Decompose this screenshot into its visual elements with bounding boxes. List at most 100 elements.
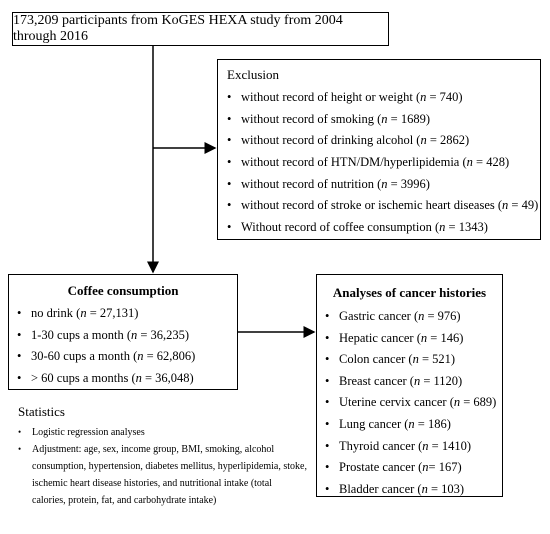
exclusion-label: Without record of coffee consumption ( — [241, 220, 440, 235]
coffee-label: no drink ( — [31, 306, 81, 320]
exclusion-count: = 1343) — [445, 220, 488, 235]
cancer-n-symbol: n — [418, 309, 425, 323]
bullet-icon: • — [17, 306, 22, 320]
coffee-count: = 36,048) — [141, 370, 194, 385]
coffee-item: •> 60 cups a months (n = 36,048) — [17, 368, 237, 390]
bullet-icon: • — [325, 481, 330, 496]
cancer-n-symbol: n — [422, 460, 429, 475]
exclusion-item: • without record of smoking (n = 1689) — [227, 109, 540, 131]
coffee-item: • 1-30 cups a month (n = 36,235) — [17, 325, 237, 347]
bullet-icon: • — [325, 330, 330, 345]
cancer-label: Colon cancer ( — [339, 352, 413, 367]
cancer-item: • Bladder cancer (n = 103) — [325, 479, 502, 501]
cancer-n-symbol: n — [413, 373, 421, 388]
exclusion-label: without record of height or weight ( — [241, 90, 421, 104]
statistics-text: Logistic regression analyses — [32, 427, 145, 438]
cancer-item: •Hepatic cancer (n = 146) — [325, 328, 502, 350]
cancer-n-symbol: n — [408, 416, 415, 431]
bullet-icon: • — [227, 220, 232, 235]
exclusion-count: = 740) — [426, 90, 463, 104]
cancer-count: = 521) — [418, 352, 456, 367]
bullet-icon: • — [325, 352, 330, 367]
cancer-n-symbol: n — [412, 352, 419, 367]
cancer-n-symbol: n — [453, 395, 461, 410]
coffee-count: = 27,131) — [86, 306, 139, 320]
bullet-icon: • — [325, 438, 330, 453]
coffee-list: • no drink ( n = 27,131) • 1-30 cups a month… — [17, 303, 237, 389]
cancer-count: = 103) — [427, 481, 465, 496]
cancer-label: Gastric cancer ( — [339, 309, 419, 323]
cancer-count: = 1410) — [428, 438, 472, 453]
statistics-section: Statistics • Logistic regression analyses… — [18, 404, 308, 509]
coffee-item: •30-60 cups a month (n = 62,806) — [17, 346, 237, 368]
exclusion-count: = 428) — [472, 155, 510, 170]
coffee-count: = 62,806) — [143, 349, 196, 363]
exclusion-item: •without record of nutrition (n = 3996) — [227, 174, 540, 196]
coffee-consumption-box: Coffee consumption • no drink ( n = 27,131… — [8, 274, 238, 390]
cancer-list: •Gastric cancer (n = 976)•Hepatic cancer… — [325, 306, 502, 500]
bullet-icon: • — [325, 309, 330, 323]
statistics-text: Adjustment: age, sex, income group, BMI,… — [32, 444, 307, 506]
bullet-icon: • — [18, 444, 22, 454]
coffee-label: 1-30 cups a month ( — [31, 327, 131, 342]
cancer-n-symbol: n — [422, 438, 429, 453]
cancer-count: = 186) — [414, 416, 451, 431]
bullet-icon: • — [227, 90, 232, 104]
cancer-count: = 976) — [424, 309, 461, 323]
exclusion-item: •without record of HTN/DM/hyperlipidemia… — [227, 152, 540, 174]
exclusion-n-symbol: n — [439, 220, 446, 235]
cancer-label: Prostate cancer ( — [339, 460, 423, 475]
bullet-icon: • — [325, 460, 330, 475]
coffee-count: = 36,235) — [137, 327, 190, 342]
cancer-header: Analyses of cancer histories — [332, 285, 487, 300]
cancer-count: = 146) — [427, 330, 464, 345]
exclusion-item: • without record of stroke or ischemic he… — [227, 195, 540, 217]
cancer-n-symbol: n — [420, 330, 428, 345]
cancer-label: Thyroid cancer ( — [339, 438, 423, 453]
exclusion-n-symbol: n — [420, 90, 427, 104]
cancer-label: Bladder cancer ( — [339, 481, 422, 496]
coffee-header: Coffee consumption — [67, 283, 179, 298]
bullet-icon: • — [325, 416, 330, 431]
coffee-item: •no drink (n = 27,131) — [17, 303, 237, 325]
exclusion-count: = 3996) — [387, 176, 430, 191]
exclusion-item: • Without record of coffee consumption (n… — [227, 217, 540, 239]
bullet-icon: • — [227, 155, 232, 170]
bullet-icon: • — [227, 111, 232, 126]
exclusion-n-symbol: n — [381, 176, 388, 191]
exclusion-n-symbol: n — [381, 111, 388, 126]
cancer-label: Uterine cervix cancer ( — [339, 395, 454, 410]
exclusion-count: = 1689) — [387, 111, 430, 126]
cancer-n-symbol: n — [421, 481, 428, 496]
bullet-icon: • — [227, 198, 232, 213]
exclusion-n-symbol: n — [420, 133, 427, 148]
coffee-label: > 60 cups a months ( — [31, 370, 136, 385]
bullet-icon: • — [17, 327, 22, 342]
statistics-item: • Adjustment: age, sex, income group, BMI… — [18, 441, 308, 509]
statistics-list: • Logistic regression analyses • Adjustment… — [18, 424, 308, 509]
bullet-icon: • — [227, 133, 232, 148]
exclusion-label: without record of stroke or ischemic hea… — [241, 198, 503, 213]
exclusion-n-symbol: n — [466, 155, 473, 170]
cancer-item: •Breast cancer (n = 1120) — [325, 371, 502, 393]
exclusion-item: • without record of height or weight (n =… — [227, 87, 540, 109]
statistics-header: Statistics — [18, 404, 65, 419]
bullet-icon: • — [325, 395, 330, 410]
exclusion-label: without record of nutrition ( — [241, 176, 382, 191]
cancer-count: = 167) — [428, 460, 462, 475]
cancer-label: Lung cancer ( — [339, 416, 409, 431]
cancer-item: • Prostate cancer (n= 167) — [325, 457, 502, 479]
cancer-item: • Gastric cancer (n = 976) — [325, 306, 502, 328]
exclusion-label: without record of smoking ( — [241, 111, 382, 126]
cancer-item: • Lung cancer (n = 186) — [325, 414, 502, 436]
exclusion-header: Exclusion — [227, 67, 279, 82]
cancer-item: •Uterine cervix cancer (n = 689) — [325, 392, 502, 414]
exclusion-item: •without record of drinking alcohol (n =… — [227, 130, 540, 152]
coffee-n-symbol: n — [130, 327, 138, 342]
participants-box: 173,209 participants from KoGES HEXA stu… — [12, 12, 389, 46]
bullet-icon: • — [18, 427, 22, 437]
participants-title: 173,209 participants from KoGES HEXA stu… — [13, 13, 343, 44]
cancer-item: • Thyroid cancer (n = 1410) — [325, 436, 502, 458]
coffee-n-symbol: n — [137, 349, 144, 363]
